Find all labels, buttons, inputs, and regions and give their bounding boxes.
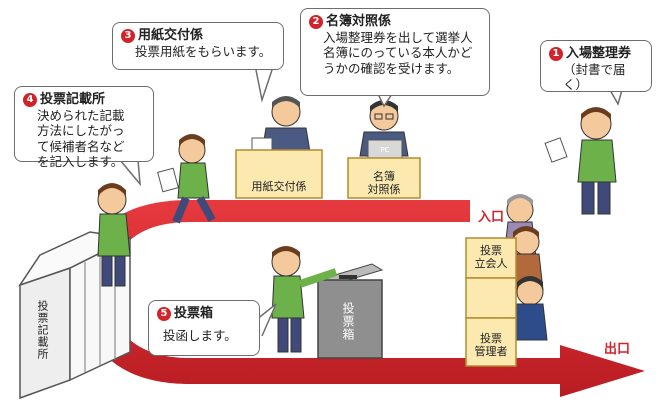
- voter-at-booth: [97, 183, 131, 287]
- step4-body-line1: 決められた記載: [37, 107, 125, 123]
- step1-title: 1 入場整理券: [549, 46, 643, 62]
- step1-bubble: 1 入場整理券 （封書で届く）: [540, 40, 652, 92]
- step4-body-line2: 方法にしたがっ: [37, 123, 125, 138]
- pc-label: PC: [380, 146, 390, 154]
- step5-title: 5 投票箱: [157, 306, 251, 322]
- step3-title: 3 用紙交付係: [121, 28, 275, 44]
- ballot-box-illustration: [316, 263, 384, 359]
- step4-body-line4: を記入します。: [37, 154, 124, 169]
- step4-title: 4 投票記載所: [23, 92, 145, 108]
- step4-body-line3: て候補者名など: [37, 138, 125, 154]
- step1-body: （封書で届く）: [563, 61, 626, 93]
- step3-bubble: 3 用紙交付係 投票用紙をもらいます。: [112, 22, 284, 70]
- ballot-box-label: 投票箱: [341, 302, 355, 341]
- bubble-tail-2: [377, 93, 393, 108]
- step1-number: 1: [549, 46, 563, 61]
- step2-title: 2 名簿対照係: [309, 14, 481, 30]
- issue-desk-label: 用紙交付係: [251, 180, 307, 193]
- voter-with-ticket: [544, 107, 617, 215]
- step5-title-text: 投票箱: [174, 306, 214, 321]
- booth-label: 投票記載所: [36, 300, 49, 360]
- step2-body-line2: 名簿にのっている本人かど: [323, 45, 473, 60]
- bubble-tail-1: [609, 89, 623, 106]
- step5-number: 5: [157, 306, 171, 321]
- voter-walking: [157, 134, 216, 224]
- bubble-tail-5: [255, 303, 277, 337]
- manager-sign-line1: 投票: [480, 332, 502, 345]
- step4-title-text: 投票記載所: [40, 92, 106, 107]
- step5-body: 投函します。: [163, 327, 237, 343]
- witness-sign-line1: 投票: [480, 244, 502, 257]
- official-tables: [465, 237, 517, 367]
- exit-label: 出口: [604, 342, 631, 357]
- witness-sign-line2: 立会人: [474, 257, 508, 270]
- manager-sign: 投票 管理者: [466, 332, 516, 358]
- bubble-tail-3: [255, 69, 273, 103]
- bubble-tail-4: [119, 159, 141, 187]
- witness-sign: 投票 立会人: [466, 244, 516, 270]
- roster-desk: [347, 100, 421, 199]
- step2-bubble: 2 名簿対照係 入場整理券を出して選挙人 名簿にのっている本人かど うかの確認を…: [300, 8, 490, 96]
- step3-number: 3: [121, 28, 135, 43]
- step3-title-text: 用紙交付係: [138, 28, 204, 43]
- step2-number: 2: [309, 14, 323, 29]
- voter-at-box: [271, 246, 338, 353]
- issue-desk: [235, 96, 323, 199]
- roster-desk-label-2: 対照係: [367, 183, 401, 196]
- poll-witnesses: [503, 194, 548, 341]
- step4-bubble: 4 投票記載所 決められた記載 方法にしたがっ て候補者名など を記入します。: [14, 86, 154, 169]
- step1-title-text: 入場整理券: [566, 46, 632, 61]
- step4-number: 4: [23, 92, 37, 107]
- flow-arrow: [82, 200, 645, 397]
- manager-sign-line2: 管理者: [474, 345, 508, 358]
- step2-title-text: 名簿対照係: [326, 14, 392, 29]
- roster-desk-label-1: 名簿: [373, 170, 395, 183]
- entrance-label: 入口: [478, 210, 505, 225]
- step2-body-line1: 入場整理券を出して選挙人: [323, 29, 473, 45]
- step3-body: 投票用紙をもらいます。: [135, 43, 272, 59]
- step5-bubble: 5 投票箱 投函します。: [148, 300, 260, 356]
- step2-body-line3: うかの確認を受けます。: [323, 60, 460, 76]
